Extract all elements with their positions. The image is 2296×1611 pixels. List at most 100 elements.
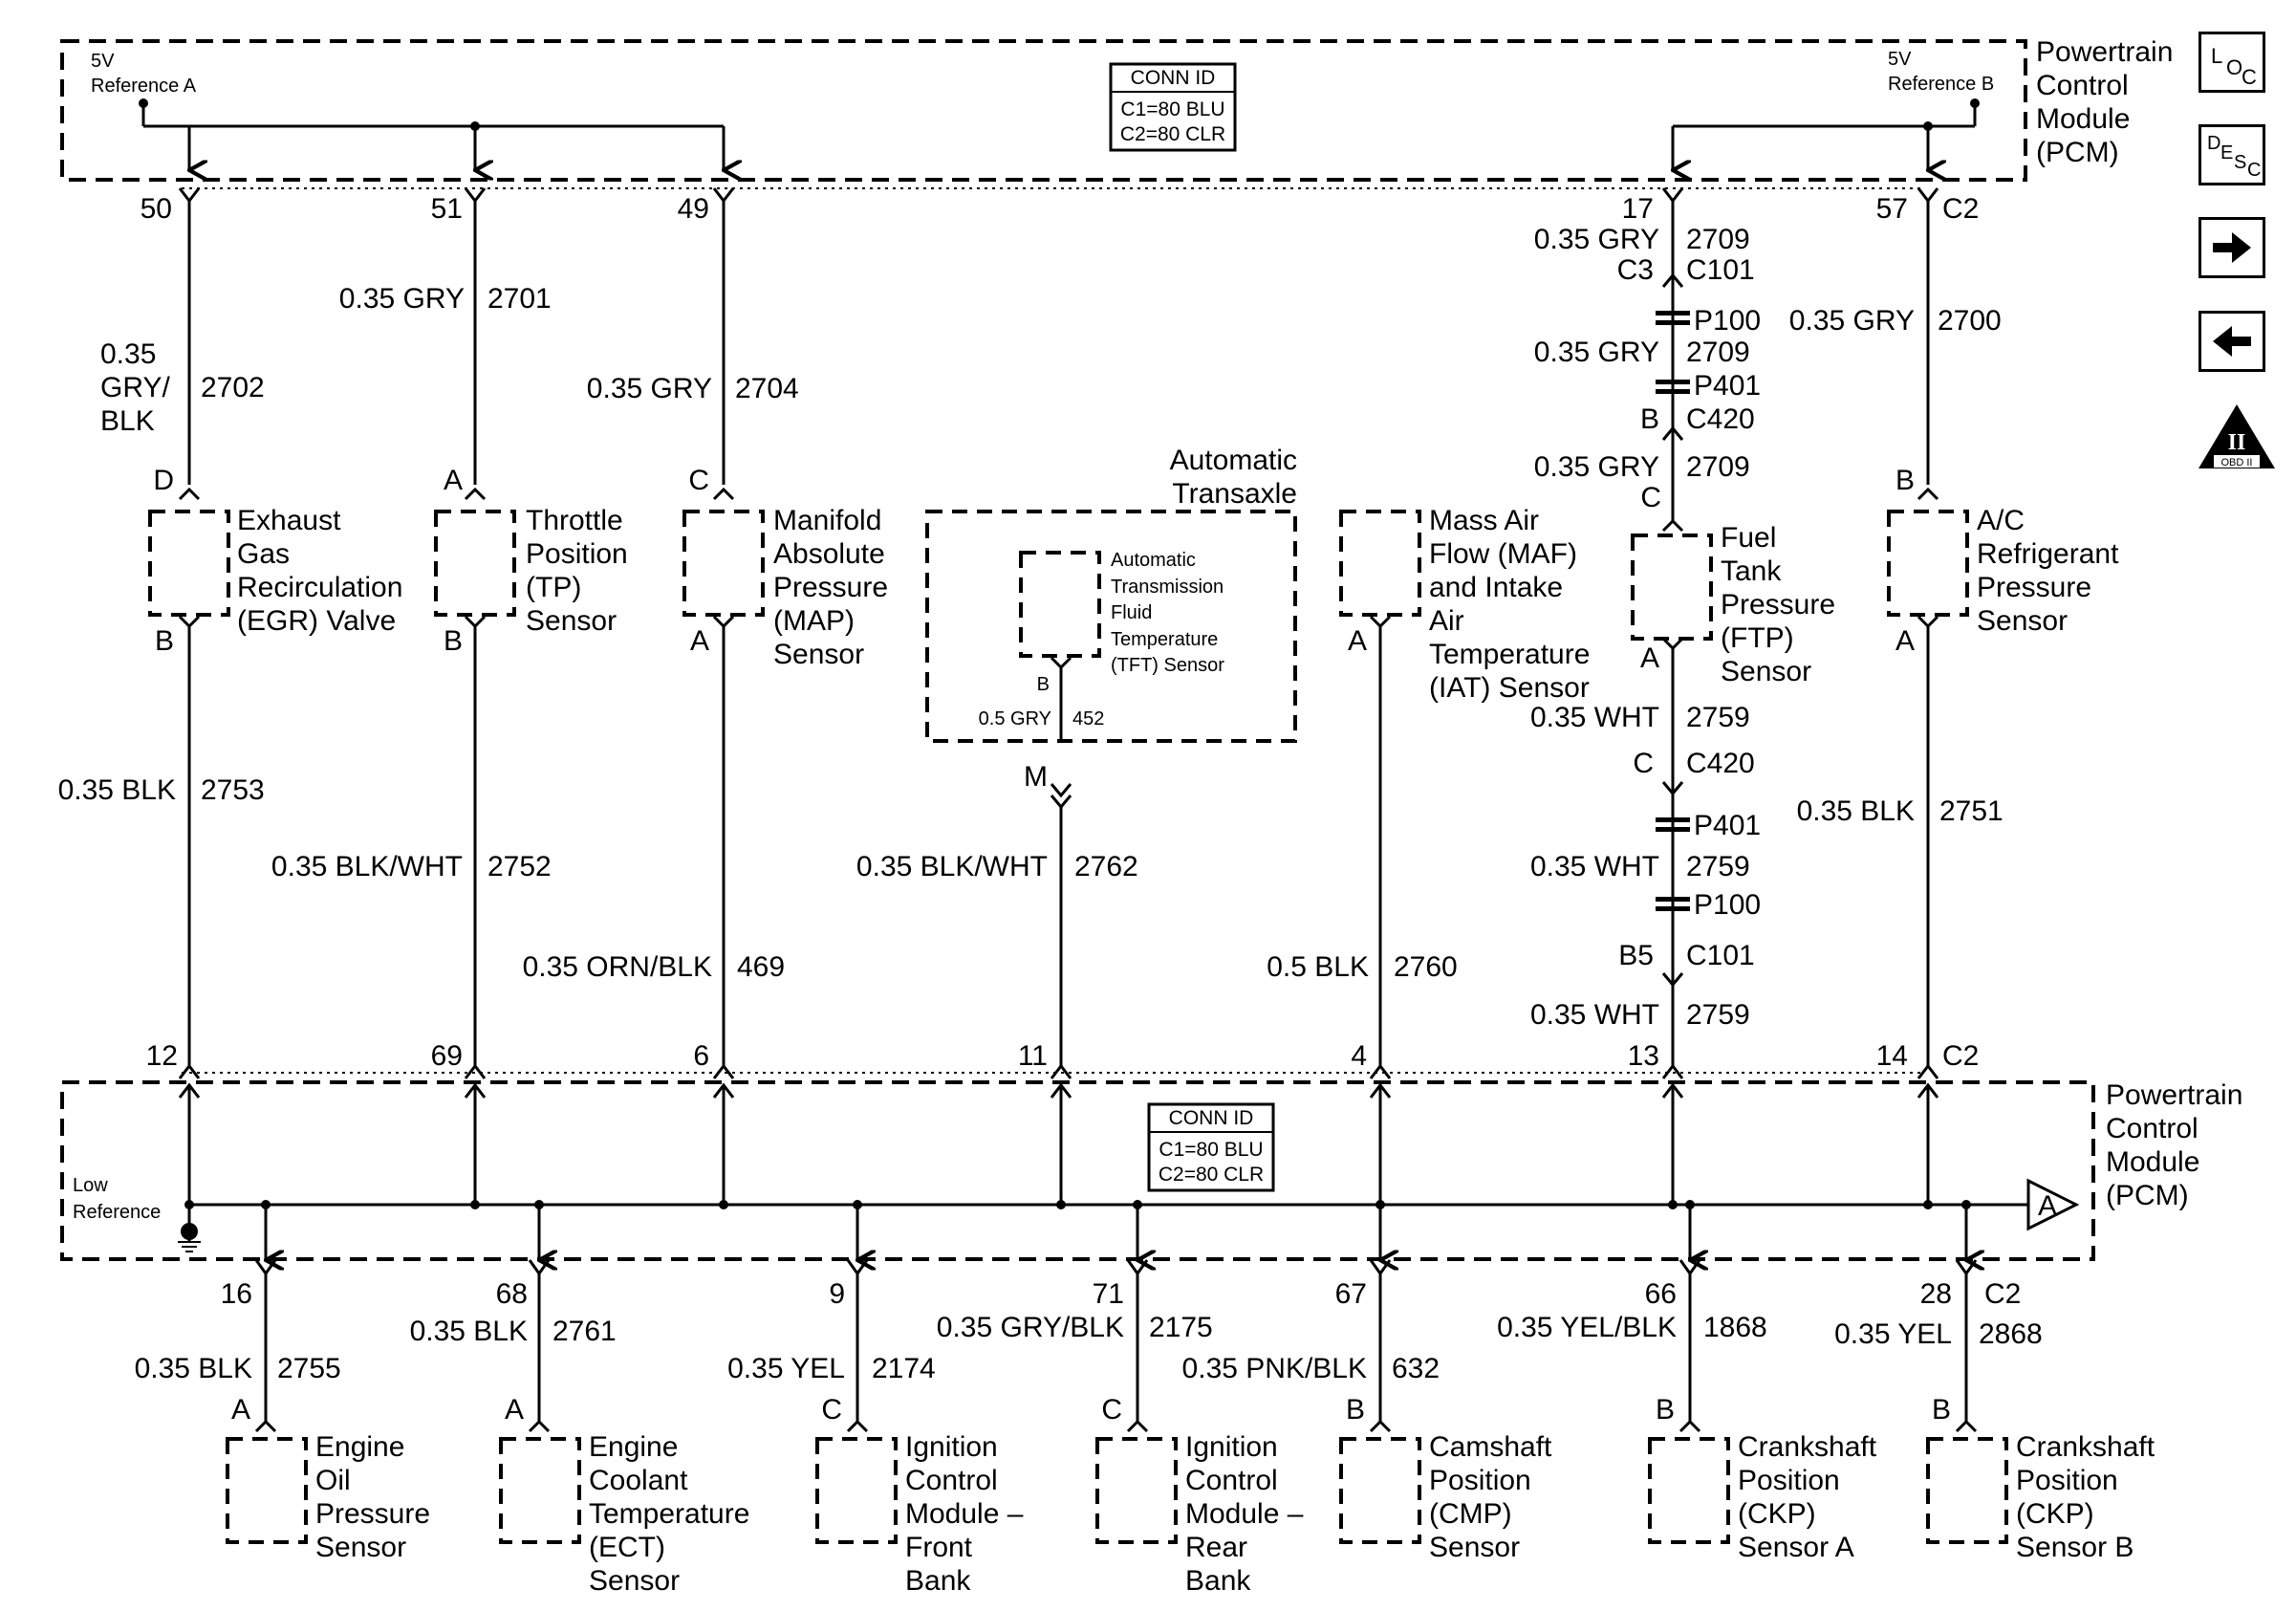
svg-text:Recirculation: Recirculation [237, 572, 402, 603]
loc-button[interactable]: L O C [2199, 32, 2265, 93]
pin-71: 71 [1093, 1278, 1124, 1310]
svg-text:C420: C420 [1686, 748, 1755, 779]
svg-text:Automatic: Automatic [1111, 550, 1196, 571]
svg-text:BLK: BLK [100, 405, 155, 437]
splice-p401-bottom: P401 [1656, 810, 1761, 841]
svg-text:Pressure: Pressure [1721, 589, 1835, 620]
svg-text:(CKP): (CKP) [1738, 1498, 1816, 1530]
svg-text:Mass Air: Mass Air [1429, 505, 1539, 536]
map-sensor: C A Manifold Absolute Pressure (MAP) Sen… [682, 465, 888, 670]
tft-sensor: Automatic Transmission Fluid Temperature… [1019, 550, 1224, 695]
ref-a-5v: 5V [91, 51, 115, 72]
svg-text:632: 632 [1392, 1353, 1440, 1384]
ref-b-5v: 5V [1888, 49, 1912, 70]
ac-refrigerant-pressure-sensor: B A A/C Refrigerant Pressure Sensor [1887, 465, 2119, 657]
maf-iat-sensor: A Mass Air Flow (MAF) and Intake Air Tem… [1339, 505, 1590, 704]
map-pin-bottom: A [690, 625, 709, 657]
maf-pin-bottom: A [1348, 625, 1367, 657]
egr-return-gauge: 0.35 BLK [58, 774, 176, 806]
engine-oil-pressure-sensor: A Engine Oil Pressure Sensor [226, 1394, 430, 1563]
svg-text:Coolant: Coolant [589, 1465, 688, 1496]
svg-text:Air: Air [1429, 605, 1464, 637]
svg-text:0.35 WHT: 0.35 WHT [1530, 999, 1659, 1031]
svg-text:CONN ID: CONN ID [1169, 1107, 1254, 1129]
svg-text:Bank: Bank [1185, 1565, 1251, 1597]
svg-text:Sensor: Sensor [1977, 605, 2068, 637]
ftp-pin-bottom: A [1640, 642, 1659, 674]
svg-text:Sensor: Sensor [526, 605, 617, 637]
svg-text:0.35 BLK: 0.35 BLK [410, 1316, 528, 1347]
ref-b-label: Reference B [1888, 74, 1994, 95]
pin-50: 50 [141, 193, 172, 225]
splice-p100-top: P100 [1656, 305, 1761, 337]
prev-page-button[interactable] [2199, 311, 2265, 372]
pin-28: 28 [1920, 1278, 1952, 1310]
svg-text:0.35 GRY: 0.35 GRY [1534, 451, 1659, 483]
svg-text:C: C [1101, 1394, 1122, 1426]
pcm-bottom-module: Low Reference CONN ID C1=80 BLU C2=80 CL… [60, 1063, 2242, 1261]
egr-ref-wire-label: 0.35 GRY/ BLK 2702 [100, 338, 265, 437]
right-arrow-icon [2213, 232, 2251, 263]
svg-text:Refrigerant: Refrigerant [1977, 538, 2119, 570]
tp-pin-top: A [444, 465, 463, 496]
ckp-sensor-a: B Crankshaft Position (CKP) Sensor A [1648, 1394, 1877, 1563]
map-ref-wire-label: 0.35 GRY 2704 [587, 373, 799, 404]
tp-ref-wire-label: 0.35 GRY 2701 [339, 283, 552, 315]
desc-button[interactable]: D E S C [2199, 124, 2265, 185]
ftp-ref-path: 0.35 GRY 2709 C3 C101 P100 0.35 GRY 2709… [1534, 224, 1761, 483]
low-reference-label-2: Reference [73, 1202, 161, 1223]
pin-c2-bottom: C2 [1984, 1278, 2021, 1310]
svg-text:Engine: Engine [315, 1431, 404, 1463]
bottom-pcm-upper-pins: 12 69 6 11 4 13 14 C2 [146, 1040, 1980, 1072]
svg-text:0.35 YEL/BLK: 0.35 YEL/BLK [1497, 1312, 1677, 1343]
svg-text:P401: P401 [1694, 810, 1761, 841]
svg-text:P401: P401 [1694, 370, 1761, 402]
svg-text:Sensor: Sensor [1429, 1532, 1520, 1563]
pcm-bottom-title-3: Module [2106, 1146, 2199, 1178]
svg-text:and Intake: and Intake [1429, 572, 1563, 603]
svg-text:0.35 GRY: 0.35 GRY [587, 373, 712, 404]
svg-text:C1=80 BLU: C1=80 BLU [1159, 1139, 1263, 1161]
svg-text:Sensor B: Sensor B [2016, 1532, 2134, 1563]
svg-text:2701: 2701 [487, 283, 552, 315]
svg-text:Crankshaft: Crankshaft [2016, 1431, 2155, 1463]
svg-text:0.35 YEL: 0.35 YEL [1834, 1318, 1952, 1350]
svg-text:0.35 BLK: 0.35 BLK [135, 1353, 252, 1384]
svg-text:Sensor: Sensor [589, 1565, 680, 1597]
map-return-circuit: 469 [737, 951, 785, 983]
svg-text:(MAP): (MAP) [773, 605, 855, 637]
ignition-control-module-rear: C Ignition Control Module – Rear Bank [1095, 1394, 1304, 1597]
svg-text:Position: Position [2016, 1465, 2118, 1496]
svg-text:CONN ID: CONN ID [1131, 67, 1216, 89]
pin-6: 6 [693, 1040, 709, 1072]
pin-13: 13 [1628, 1040, 1659, 1072]
svg-text:2709: 2709 [1686, 451, 1750, 483]
ref-a-label: Reference A [91, 76, 197, 97]
svg-text:0.35: 0.35 [100, 338, 156, 370]
svg-text:Fluid: Fluid [1111, 602, 1152, 623]
tft-return-circuit: 2762 [1074, 851, 1138, 882]
pcm-top-title-3: Module [2036, 103, 2130, 135]
svg-text:Throttle: Throttle [526, 505, 623, 536]
pcm-bottom-title-1: Powertrain [2106, 1079, 2242, 1111]
tft-wire-gauge: 0.5 GRY [979, 708, 1051, 729]
pin-49: 49 [678, 193, 709, 225]
offpage-connector-a: A [2026, 1178, 2080, 1231]
pin-17: 17 [1622, 193, 1654, 225]
svg-text:Temperature: Temperature [589, 1498, 749, 1530]
pin-66: 66 [1645, 1278, 1677, 1310]
svg-text:2759: 2759 [1686, 702, 1750, 733]
obd-ii-icon[interactable]: II OBD II [2195, 402, 2279, 474]
svg-text:Engine: Engine [589, 1431, 678, 1463]
left-arrow-icon [2213, 326, 2251, 357]
svg-text:Ignition: Ignition [905, 1431, 998, 1463]
svg-text:1868: 1868 [1703, 1312, 1767, 1343]
pcm-top-module: 5V Reference A 5V Reference B CONN ID C1… [60, 36, 2173, 189]
svg-text:Position: Position [1738, 1465, 1840, 1496]
pcm-top-conn-id: CONN ID C1=80 BLU C2=80 CLR [1109, 62, 1237, 152]
svg-text:Module –: Module – [905, 1498, 1024, 1530]
svg-text:Manifold: Manifold [773, 505, 881, 536]
pin-57: 57 [1876, 193, 1908, 225]
tft-return-gauge: 0.35 BLK/WHT [856, 851, 1048, 882]
next-page-button[interactable] [2199, 217, 2265, 278]
